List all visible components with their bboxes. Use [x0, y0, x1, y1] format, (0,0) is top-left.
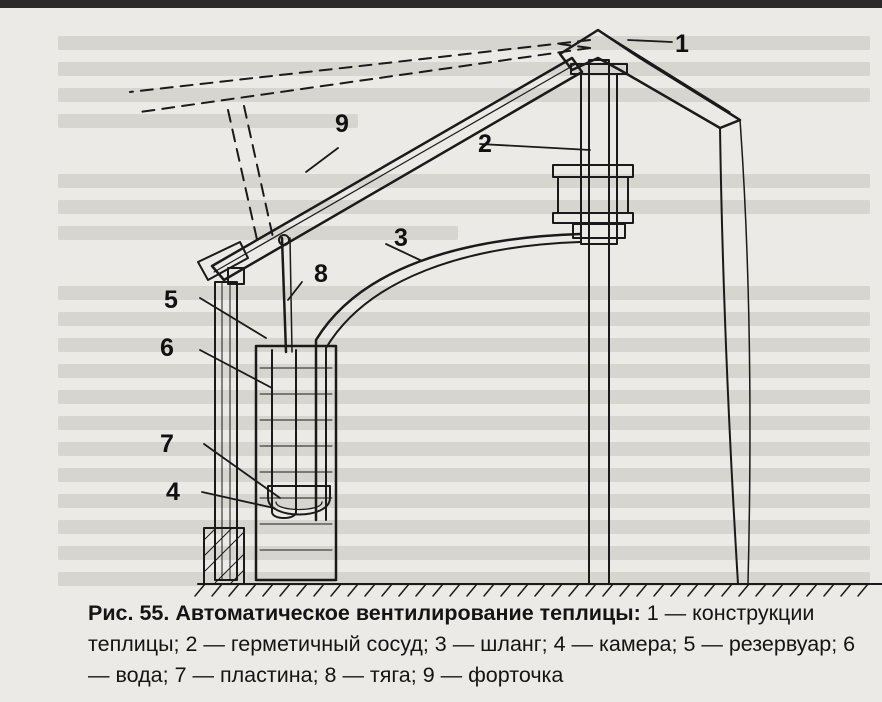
bleed-line — [58, 338, 870, 352]
callout-2: 2 — [478, 130, 492, 158]
bleed-line — [58, 572, 870, 586]
callout-4: 4 — [166, 478, 180, 506]
bleed-line — [58, 226, 458, 240]
top-rule — [0, 0, 882, 8]
callout-6: 6 — [160, 334, 174, 362]
callout-8: 8 — [314, 260, 328, 288]
figure-caption: Рис. 55. Автоматическое вентилирование т… — [88, 598, 868, 691]
bleed-line — [58, 114, 358, 128]
callout-7: 7 — [160, 430, 174, 458]
bleed-line — [58, 312, 870, 326]
callout-5: 5 — [164, 286, 178, 314]
caption-title: Рис. 55. Автоматическое вентилирование т… — [88, 601, 641, 625]
rod — [278, 234, 293, 354]
greenhouse-frame — [197, 28, 751, 585]
reservoir — [254, 344, 338, 582]
bleed-line — [58, 200, 870, 214]
callout-3: 3 — [394, 224, 408, 252]
hose — [314, 232, 582, 522]
open-fortochka-dashed — [129, 39, 591, 245]
ground — [194, 583, 882, 597]
sealed-vessel — [552, 63, 634, 245]
leader-lines — [199, 39, 673, 509]
callout-9: 9 — [335, 110, 349, 138]
bleed-line — [58, 36, 870, 50]
leader-9 — [305, 147, 339, 173]
bleed-line — [58, 286, 870, 300]
callout-1: 1 — [675, 30, 689, 58]
caption-text: 1 — конструкции теплицы; 2 — герметичный… — [88, 601, 856, 687]
